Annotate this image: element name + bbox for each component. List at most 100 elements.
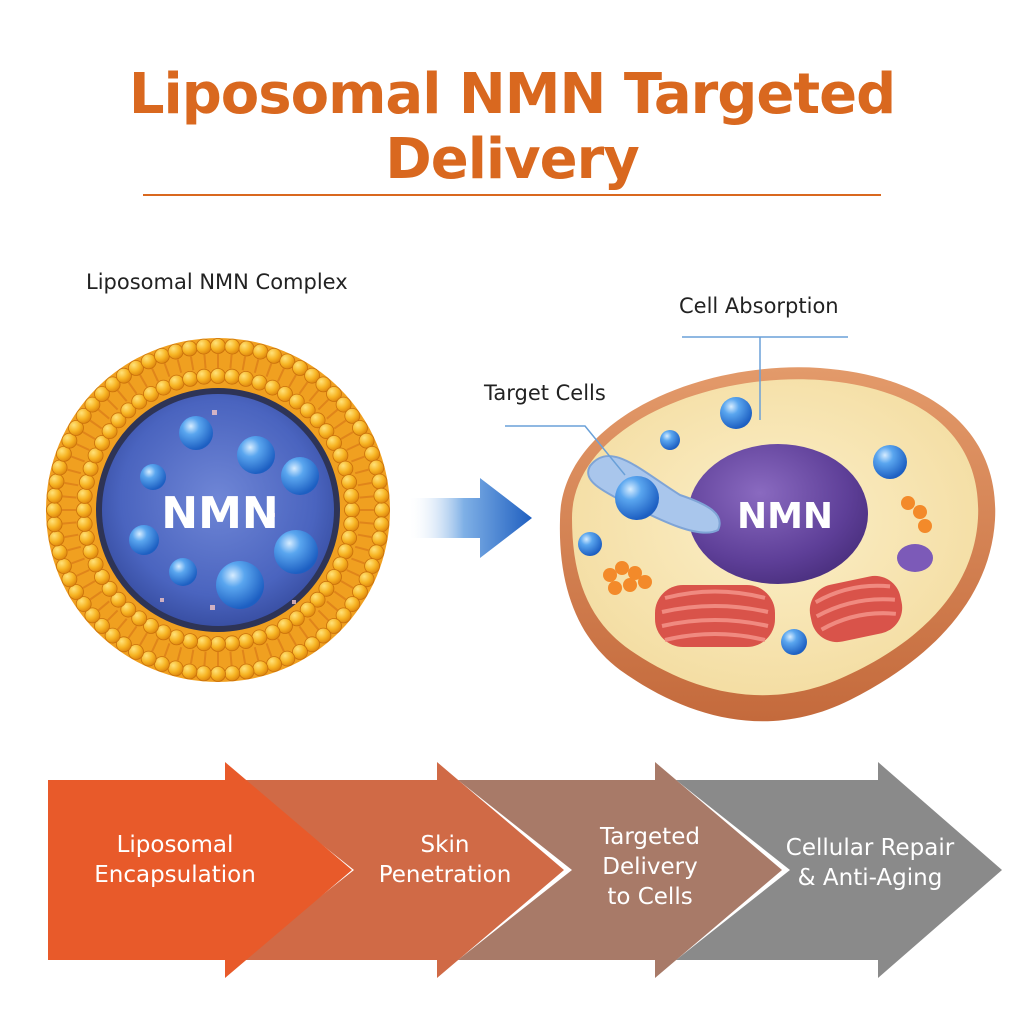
lipid-tail	[359, 521, 374, 525]
step-2-line-1: Skin	[420, 832, 470, 858]
lipid-head	[309, 412, 326, 429]
lipid-head	[182, 633, 199, 649]
lipid-tail	[333, 590, 347, 601]
lipid-head	[46, 487, 63, 504]
lipid-head	[210, 368, 226, 384]
lipid-tail	[317, 398, 330, 411]
lipid-head	[196, 368, 212, 385]
lipid-head	[79, 530, 95, 546]
transfer-arrow	[408, 478, 532, 558]
lipid-head	[364, 558, 381, 574]
lipid-tail	[106, 609, 119, 622]
step-arrow-2	[240, 762, 564, 978]
lipid-head	[352, 584, 368, 600]
lipid-tail	[265, 363, 273, 377]
lipid-head	[252, 660, 269, 677]
lipid-head	[224, 635, 240, 652]
lipid-head	[344, 596, 361, 612]
process-flow	[48, 762, 1002, 978]
lipid-tail	[116, 618, 128, 631]
step-arrow-3	[458, 762, 782, 978]
nmn-molecule	[660, 430, 680, 450]
lipid-tail	[298, 381, 309, 395]
lipid-head	[56, 445, 72, 462]
step-label-4: Cellular Repair & Anti-Aging	[770, 833, 970, 893]
lipid-head	[304, 367, 321, 384]
lipid-head	[358, 571, 375, 588]
lipid-head	[224, 368, 240, 385]
lipid-tail	[71, 455, 85, 463]
lipid-head	[76, 516, 93, 532]
lipid-tail	[176, 646, 183, 661]
lipid-head	[344, 407, 361, 424]
lipid-head	[128, 360, 144, 376]
lipid-tail	[189, 649, 195, 664]
lipid-head	[292, 644, 308, 660]
lipid-head	[277, 386, 293, 402]
lipid-head	[344, 502, 360, 518]
page-title: Liposomal NMN Targeted Delivery	[128, 62, 896, 192]
lipid-head	[61, 432, 78, 449]
organelle-cluster	[603, 496, 932, 595]
nmn-molecule	[179, 416, 213, 450]
lipid-tail	[116, 389, 128, 402]
lipid-head	[68, 420, 84, 436]
lipid-tail	[340, 580, 354, 589]
lipid-head	[238, 340, 255, 357]
nmn-molecule	[274, 530, 318, 574]
lipid-head	[368, 459, 385, 476]
lipid-tail	[97, 408, 110, 420]
title-divider	[143, 194, 881, 196]
lipid-head	[76, 502, 92, 518]
mitochondrion	[655, 585, 775, 647]
lipid-head	[195, 338, 212, 355]
lipid-head	[292, 360, 308, 376]
nmn-molecule	[781, 629, 807, 655]
lipid-tail	[151, 638, 159, 652]
lipid-head	[104, 627, 121, 644]
lipid-head	[252, 343, 269, 360]
lipid-head	[210, 338, 226, 354]
lipid-head	[266, 656, 283, 672]
lipid-head	[167, 343, 184, 360]
lipid-head	[237, 633, 254, 649]
lipid-tail	[76, 569, 90, 577]
lipid-tail	[64, 481, 79, 487]
lipid-tail	[277, 368, 285, 382]
lipid-tail	[351, 557, 365, 565]
lipid-tail	[67, 545, 82, 552]
lipid-tail	[229, 354, 233, 369]
lipid-head	[181, 663, 198, 680]
lipid-head	[266, 347, 283, 364]
lipid-head	[309, 591, 326, 608]
lipid-head	[110, 412, 127, 429]
lipid-head	[120, 402, 137, 419]
lipid-head	[153, 656, 170, 672]
step-label-3: Targeted Delivery to Cells	[560, 822, 740, 912]
lipid-tail	[97, 600, 110, 612]
nmn-molecule	[615, 476, 659, 520]
lipid-head	[277, 618, 293, 634]
lipid-head	[128, 644, 144, 660]
step-label-1: Liposomal Encapsulation	[60, 830, 290, 890]
lipid-tail	[308, 618, 320, 631]
nmn-molecule	[281, 457, 319, 495]
lipid-head	[51, 459, 68, 476]
lipid-tail	[241, 649, 247, 664]
step-4-line-2: & Anti-Aging	[797, 865, 943, 891]
step-3-line-2: Delivery	[602, 854, 698, 880]
lipid-tail	[89, 419, 103, 430]
lipid-head	[315, 627, 332, 644]
nmn-molecules	[129, 416, 319, 609]
lipid-tail	[106, 398, 119, 411]
step-4-line-1: Cellular Repair	[785, 835, 955, 861]
lipid-head	[315, 376, 332, 393]
lipid-head	[279, 353, 296, 370]
lipid-head	[210, 666, 226, 682]
lipid-head	[288, 610, 305, 627]
lipid-head	[332, 556, 349, 573]
lipid-head	[196, 635, 212, 652]
lipid-tail	[253, 359, 260, 374]
lipid-head	[46, 502, 62, 518]
lipid-tail	[127, 381, 138, 395]
